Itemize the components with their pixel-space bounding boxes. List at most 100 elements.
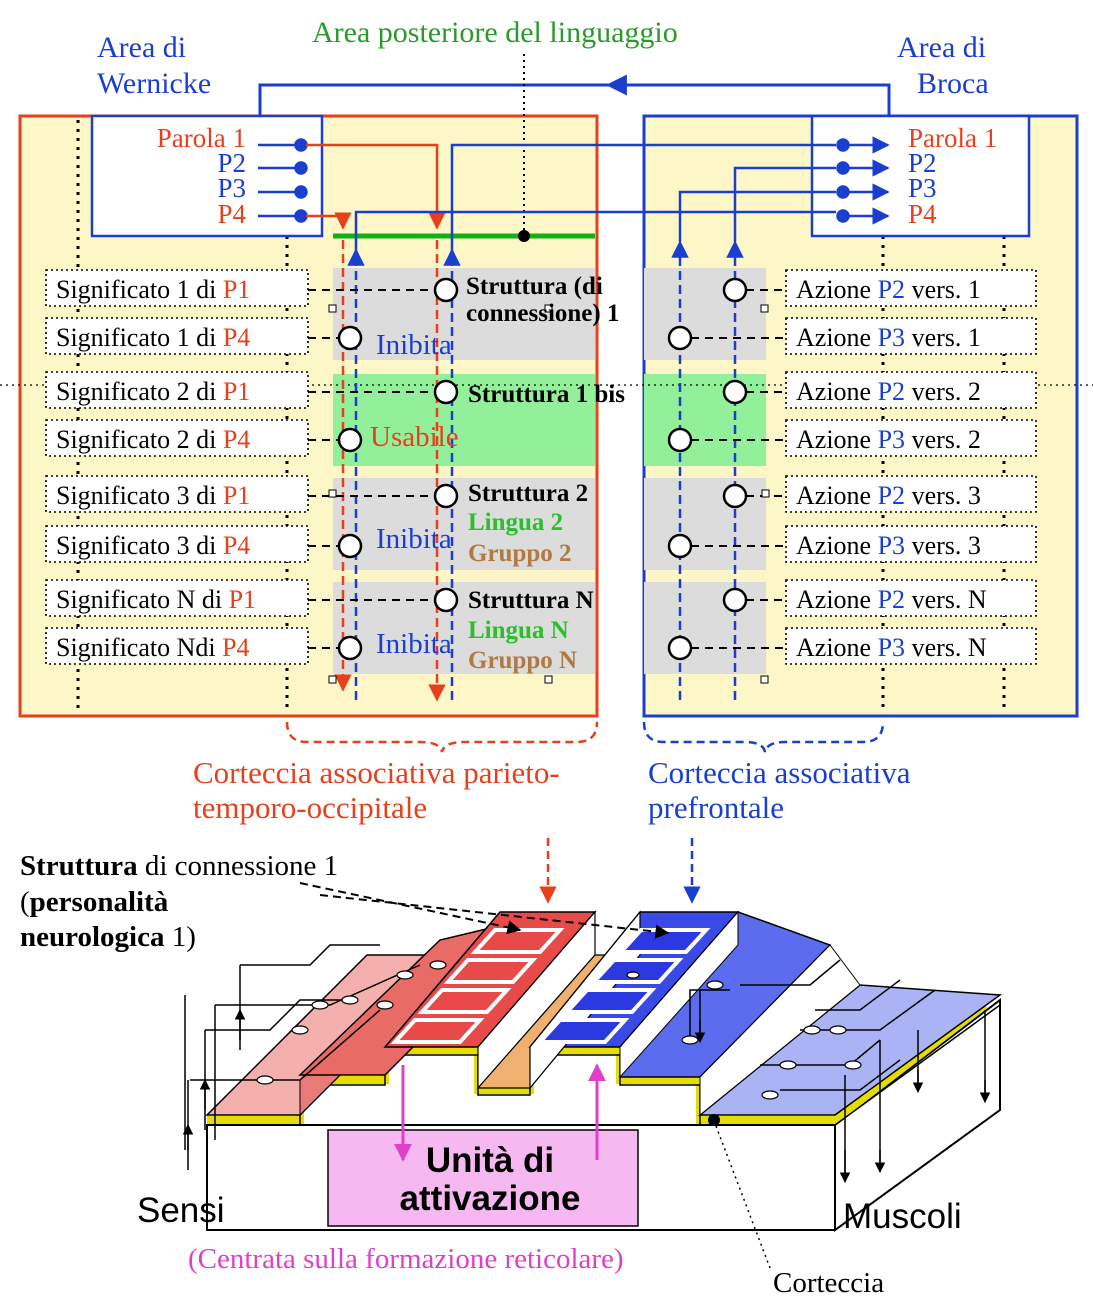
- action-connector: [722, 379, 786, 405]
- action-suffix: vers. 3: [905, 481, 981, 510]
- meaning-word: P1: [223, 377, 250, 406]
- usable-label: Usabile: [370, 421, 459, 453]
- structure-n-language: Lingua N: [468, 617, 569, 644]
- synapse-circle: [722, 379, 748, 405]
- meaning-box: Significato Ndi P4: [45, 627, 309, 665]
- action-word: P2: [878, 275, 905, 304]
- action-suffix: vers. 2: [905, 377, 981, 406]
- broca-word-2: P2: [908, 148, 937, 178]
- action-word: P2: [878, 481, 905, 510]
- action-prefix: Azione: [796, 425, 878, 454]
- cortex-label: Corteccia: [773, 1267, 884, 1299]
- structure-bold-word: Struttura: [20, 850, 138, 882]
- meaning-connector: [308, 379, 459, 405]
- meaning-boxes: Significato 1 di P1 Significato 1 di P4 Si…: [45, 269, 309, 665]
- meaning-word: P4: [223, 531, 250, 560]
- synapse-circle: [722, 277, 748, 303]
- senses-label: Sensi: [137, 1191, 225, 1230]
- meaning-label: Significato 1 di P4: [56, 323, 250, 352]
- meaning-word: P4: [223, 425, 250, 454]
- action-suffix: vers. 1: [905, 275, 981, 304]
- meaning-box: Significato 2 di P4: [45, 419, 309, 457]
- meaning-prefix: Significato 1 di: [56, 275, 223, 304]
- action-prefix: Azione: [796, 275, 878, 304]
- meaning-connector: [308, 325, 363, 351]
- action-label: Azione P3 vers. 1: [796, 323, 981, 352]
- personality-open-paren: (: [20, 886, 30, 918]
- muscles-label: Muscoli: [843, 1197, 962, 1236]
- broca-to-wernicke-path: [258, 74, 891, 116]
- wernicke-word-1: Parola 1: [157, 123, 246, 153]
- meaning-label: Significato Ndi P4: [56, 633, 250, 662]
- action-connector: [667, 325, 786, 351]
- meaning-box: Significato 3 di P4: [45, 525, 309, 563]
- meaning-label: Significato 2 di P1: [56, 377, 250, 406]
- synapse-circle: [667, 533, 693, 559]
- synapse-circle: [337, 635, 363, 661]
- personality-label-2: neurologica 1): [20, 921, 196, 953]
- broca-word-4: P4: [908, 199, 937, 229]
- cortex-braces: [285, 721, 885, 753]
- action-box: Azione P2 vers. 2: [785, 371, 1037, 409]
- action-connector: [722, 483, 786, 509]
- meaning-connector: [308, 277, 459, 303]
- prefrontal-cortex-label-2: prefrontale: [648, 790, 784, 825]
- action-connector: [667, 635, 786, 661]
- synapse-circle: [433, 483, 459, 509]
- action-word: P3: [878, 531, 905, 560]
- activation-unit-box: [327, 1129, 639, 1227]
- prefrontal-cortex-label-1: Corteccia associativa: [648, 755, 911, 790]
- action-label: Azione P2 vers. 2: [796, 377, 981, 406]
- meaning-connector: [308, 587, 459, 613]
- meaning-prefix: Significato 2 di: [56, 377, 223, 406]
- action-prefix: Azione: [796, 481, 878, 510]
- action-label: Azione P2 vers. 3: [796, 481, 981, 510]
- structure-rest-words: di connessione 1: [138, 850, 339, 882]
- action-word: P3: [878, 425, 905, 454]
- neurological-bold-word: neurologica: [20, 921, 165, 953]
- selection-handles: [328, 304, 770, 684]
- synapse-circle: [433, 277, 459, 303]
- action-word: P3: [878, 323, 905, 352]
- action-prefix: Azione: [796, 633, 878, 662]
- synapse-circle: [722, 483, 748, 509]
- action-prefix: Azione: [796, 323, 878, 352]
- action-connector: [667, 427, 786, 453]
- meaning-prefix: Significato 2 di: [56, 425, 223, 454]
- action-label: Azione P3 vers. N: [796, 633, 987, 662]
- green-bar-node: [518, 230, 530, 242]
- structure-1-label-2: connessione) 1: [466, 300, 619, 327]
- action-suffix: vers. 2: [905, 425, 981, 454]
- synapse-circle: [667, 325, 693, 351]
- red-dashed-lines: [334, 240, 446, 702]
- action-box: Azione P3 vers. N: [785, 627, 1037, 665]
- personality-bold-word: personalità: [30, 886, 169, 918]
- action-connector: [722, 587, 786, 613]
- action-suffix: vers. N: [905, 585, 987, 614]
- meaning-prefix: Significato Ndi: [56, 633, 222, 662]
- action-label: Azione P3 vers. 3: [796, 531, 981, 560]
- action-suffix: vers. 3: [905, 531, 981, 560]
- broca-connectors: [836, 136, 890, 225]
- action-word: P2: [878, 585, 905, 614]
- meaning-prefix: Significato N di: [56, 585, 229, 614]
- inhibited-label-3: Inibita: [376, 628, 452, 660]
- synapse-circle: [337, 533, 363, 559]
- structure-bands: [333, 268, 766, 674]
- synapse-circle: [667, 635, 693, 661]
- personality-close: 1): [164, 921, 195, 953]
- action-box: Azione P3 vers. 2: [785, 419, 1037, 457]
- action-suffix: vers. N: [905, 633, 987, 662]
- meaning-connector: [308, 635, 363, 661]
- synapse-circle: [667, 427, 693, 453]
- inhibited-label-1: Inibita: [376, 329, 452, 361]
- action-suffix: vers. 1: [905, 323, 981, 352]
- personality-label-1: (personalità: [20, 886, 169, 918]
- meaning-box: Significato 3 di P1: [45, 475, 309, 513]
- meaning-label: Significato 2 di P4: [56, 425, 250, 454]
- inhibited-label-2: Inibita: [376, 523, 452, 555]
- meaning-label: Significato 3 di P4: [56, 531, 250, 560]
- synapse-circle: [722, 587, 748, 613]
